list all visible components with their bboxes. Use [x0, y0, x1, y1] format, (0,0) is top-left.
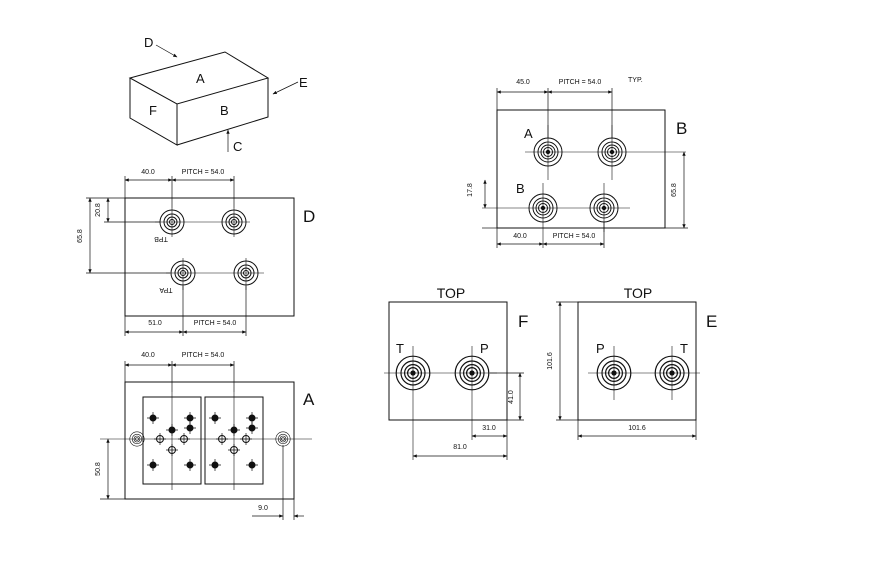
- view-d-dim-pitch-bottom: PITCH = 54.0: [194, 320, 237, 327]
- view-b-dim-pitch-bottom: PITCH = 54.0: [553, 233, 596, 240]
- view-a-title: A: [303, 390, 315, 409]
- view-f: TOP F T P 41.0 31.0 81.0: [384, 285, 528, 460]
- view-f-dim-41: 41.0: [508, 390, 515, 404]
- view-e-top-label: TOP: [624, 285, 653, 301]
- view-e-port-t: T: [680, 341, 688, 356]
- view-a-dim-40: 40.0: [141, 352, 155, 359]
- view-b-dim-40: 40.0: [513, 233, 527, 240]
- iso-arrow-d: D: [144, 35, 153, 50]
- isometric-view: A B F C D E: [128, 35, 308, 154]
- view-b-dim-17-8: 17.8: [467, 183, 474, 197]
- view-d-dim-65-8: 65.8: [77, 229, 84, 243]
- view-e-dim-width: 101.6: [628, 425, 646, 432]
- view-e-port-p: P: [596, 341, 605, 356]
- view-f-dim-31: 31.0: [482, 425, 496, 432]
- view-e-dim-height: 101.6: [547, 352, 554, 370]
- view-a-dim-pitch: PITCH = 54.0: [182, 352, 225, 359]
- iso-face-a: A: [196, 71, 205, 86]
- view-b-title: B: [676, 119, 687, 138]
- view-b-dim-65-8: 65.8: [671, 183, 678, 197]
- view-b-port-a: A: [524, 126, 533, 141]
- view-a-dim-50-8: 50.8: [95, 462, 102, 476]
- view-d-dim-40: 40.0: [141, 169, 155, 176]
- view-f-dim-81: 81.0: [453, 444, 467, 451]
- view-e: TOP E P T 101.6 101.6: [547, 285, 717, 440]
- view-a-dim-9: 9.0: [258, 505, 268, 512]
- view-b-typ: TYP.: [628, 77, 643, 84]
- iso-arrow-e: E: [299, 75, 308, 90]
- view-f-port-t: T: [396, 341, 404, 356]
- view-d-port-tpb: TPB: [154, 235, 168, 242]
- view-f-title: F: [518, 312, 528, 331]
- view-d-dim-20-8: 20.8: [95, 203, 102, 217]
- view-b-dim-pitch-top: PITCH = 54.0: [559, 79, 602, 86]
- view-d-title: D: [303, 207, 315, 226]
- iso-face-b: B: [220, 103, 229, 118]
- view-b-dim-45: 45.0: [516, 79, 530, 86]
- view-f-port-p: P: [480, 341, 489, 356]
- view-d: D TPB TPA 40.0 PITCH = 54.0 20.8 65.8 51…: [77, 169, 315, 336]
- view-b: B A B 45.0 PITCH = 54.0 TYP. 17.8 65.8 4…: [467, 77, 688, 248]
- view-b-port-b: B: [516, 181, 525, 196]
- view-d-port-tpa: TPA: [159, 286, 172, 293]
- iso-arrow-c: C: [233, 139, 242, 154]
- view-d-dim-pitch-top: PITCH = 54.0: [182, 169, 225, 176]
- view-f-top-label: TOP: [437, 285, 466, 301]
- view-d-dim-51: 51.0: [148, 320, 162, 327]
- view-e-title: E: [706, 312, 717, 331]
- iso-face-f: F: [149, 103, 157, 118]
- view-a: A 40.0 PITCH = 54.0 50.8 9.0: [95, 352, 315, 520]
